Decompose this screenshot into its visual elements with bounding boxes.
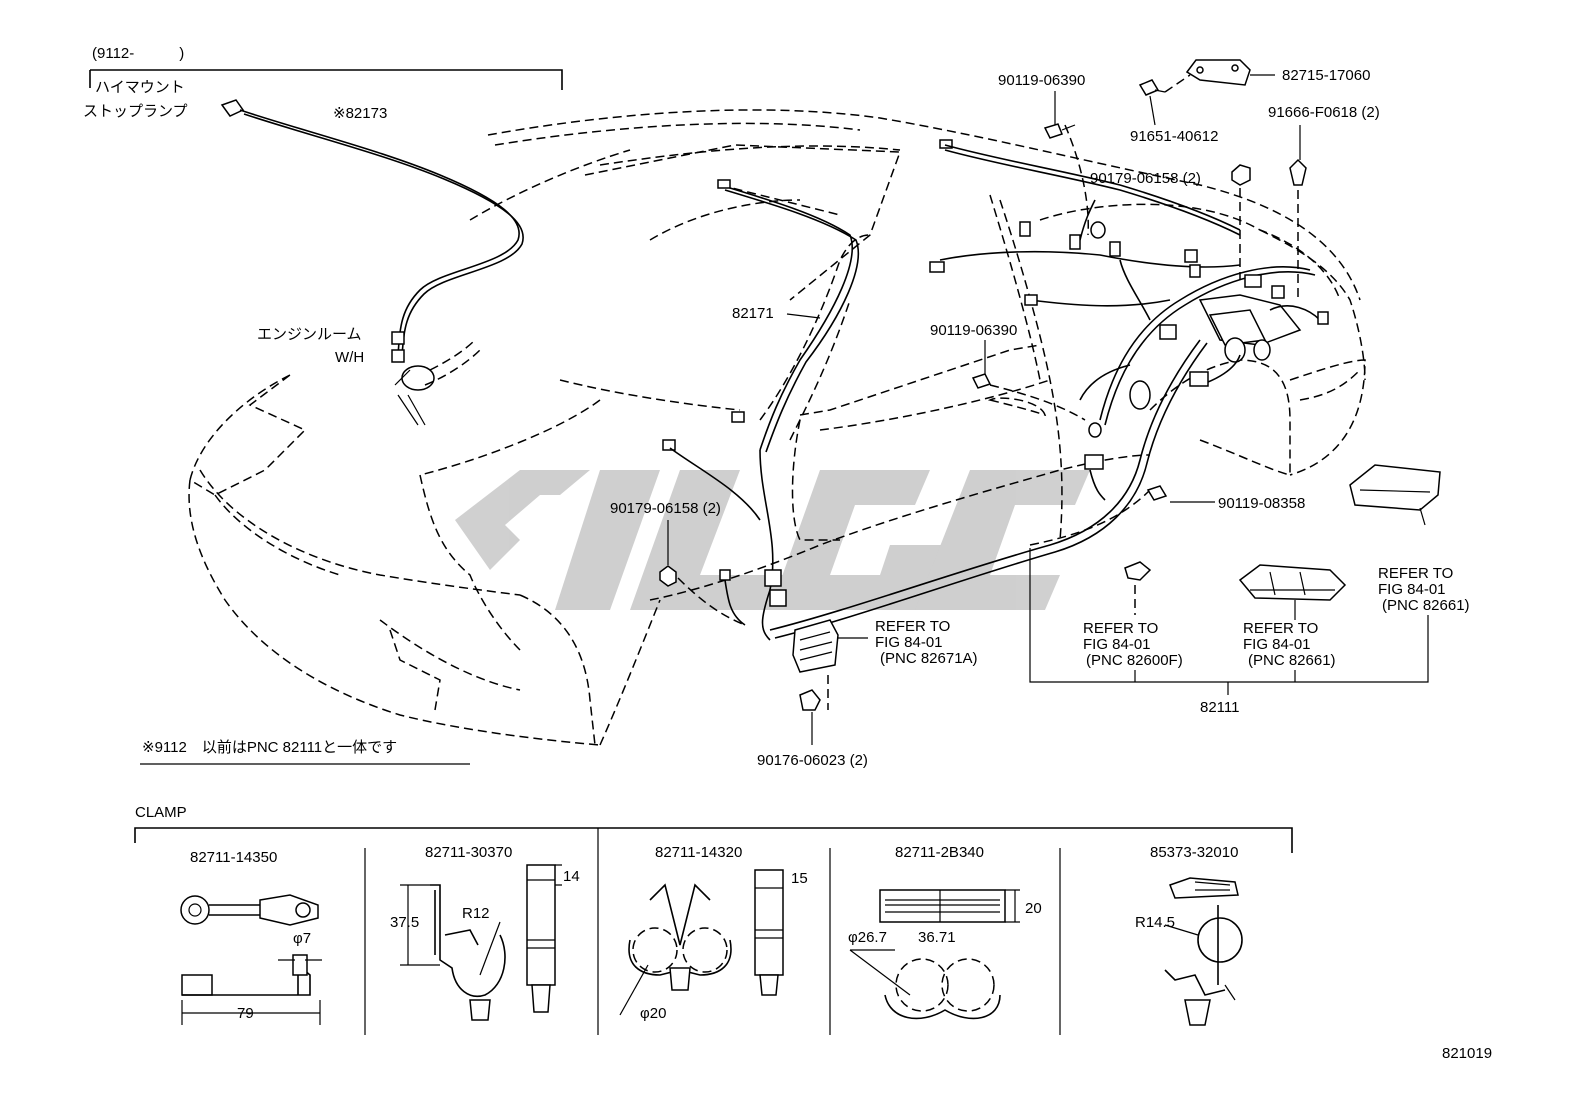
ref-d-line1: REFER TO <box>1378 565 1453 582</box>
bolt-mid-icon <box>971 373 992 389</box>
clip-91666-icon <box>1289 158 1307 186</box>
high-mount-section: (9112- ) ハイマウント ストップランプ ※82173 エンジンルーム W… <box>83 45 563 426</box>
stop-lamp-connector-icon <box>220 99 245 117</box>
clamp-2-dim-2: 14 <box>563 868 580 885</box>
ecu-82661-icon <box>1349 464 1441 511</box>
jp-engine-room-label: エンジンルーム <box>257 326 362 343</box>
clamp-5-dim-0: R14.5 <box>1135 914 1175 931</box>
clamp-5-drawing <box>1164 877 1243 1026</box>
nut-icon <box>1231 164 1251 186</box>
callouts-top-right: 90119-06390 91651-40612 82715-17060 9166… <box>998 59 1380 300</box>
ref-b-line3: (PNC 82600F) <box>1086 652 1183 669</box>
ref-a-line1: REFER TO <box>875 618 950 635</box>
ref-b-line1: REFER TO <box>1083 620 1158 637</box>
jp-high-mount-label-1: ハイマウント <box>95 79 185 96</box>
part-label-82171: 82171 <box>732 305 774 322</box>
note: ※9112 以前はPNC 82111と一体です <box>140 739 470 765</box>
clamp-2-dim-1: R12 <box>462 905 490 922</box>
car-body-outline <box>188 109 1366 746</box>
clamp-1-part-no: 82711-14350 <box>190 849 277 866</box>
clamp-3-part-no: 82711-14320 <box>655 844 742 861</box>
ref-d-line3: (PNC 82661) <box>1382 597 1470 614</box>
clip-82600f-icon <box>1124 561 1152 581</box>
part-label-82715-17060: 82715-17060 <box>1282 67 1370 84</box>
ref-c-line1: REFER TO <box>1243 620 1318 637</box>
ref-c-line3: (PNC 82661) <box>1248 652 1336 669</box>
ref-a-line3: (PNC 82671A) <box>880 650 978 667</box>
clamp-1-dim-1: 79 <box>237 1005 254 1022</box>
bracket-82715-icon <box>1185 59 1251 86</box>
ref-c-line2: FIG 84-01 <box>1243 636 1311 653</box>
clamp-4-drawing <box>849 889 1020 1020</box>
clamp-4-dim-0: 20 <box>1025 900 1042 917</box>
part-label-82111: 82111 <box>1200 699 1240 716</box>
part-label-90119-06390-mid: 90119-06390 <box>930 322 1017 339</box>
clamp-section: CLAMP 82711-14350 φ7 79 82711-30370 <box>134 804 1293 1035</box>
part-label-90176-06023: 90176-06023 (2) <box>757 752 868 769</box>
part-label-82173: ※82173 <box>333 105 387 122</box>
part-label-91651-40612: 91651-40612 <box>1130 128 1218 145</box>
nut-left-icon <box>659 565 677 587</box>
clamp-4-dim-1: φ26.7 <box>848 929 887 946</box>
clamp-3-dim-0: 15 <box>791 870 808 887</box>
relay-box-82661-icon <box>1238 564 1347 601</box>
harness-82171: 82171 <box>662 139 1329 641</box>
jp-high-mount-label-2: ストップランプ <box>83 103 188 120</box>
clamp-1-dim-0: φ7 <box>293 930 311 947</box>
refs-82111: REFER TO FIG 84-01 (PNC 82600F) REFER TO… <box>1029 464 1470 716</box>
part-label-90179-06158-top: 90179-06158 (2) <box>1090 170 1201 187</box>
bracket-label: (9112- ) <box>92 45 184 62</box>
clamp-2-part-no: 82711-30370 <box>425 844 512 861</box>
clamp-3-dim-1: φ20 <box>640 1005 666 1022</box>
clamp-2-drawing <box>400 864 562 1021</box>
part-label-90119-08358: 90119-08358 <box>1218 495 1305 512</box>
wh-label: W/H <box>335 349 364 366</box>
note-text: ※9112 以前はPNC 82111と一体です <box>142 739 397 756</box>
part-label-90179-06158-left: 90179-06158 (2) <box>610 500 721 517</box>
bolt-08358-icon <box>1146 485 1168 501</box>
figure-number: 821019 <box>1442 1045 1492 1062</box>
nut-90176-icon <box>799 689 821 711</box>
part-label-91666-f0618: 91666-F0618 (2) <box>1268 104 1380 121</box>
relay-block-82671a: REFER TO FIG 84-01 (PNC 82671A) 90176-06… <box>757 618 978 769</box>
ref-d-line2: FIG 84-01 <box>1378 581 1446 598</box>
clamp-5-part-no: 85373-32010 <box>1150 844 1238 861</box>
watermark-logo <box>455 470 1090 610</box>
clamp-1-drawing <box>180 894 322 1025</box>
clamp-4-part-no: 82711-2B340 <box>895 844 984 861</box>
screw-icon <box>1138 79 1160 96</box>
ref-b-line2: FIG 84-01 <box>1083 636 1151 653</box>
part-label-90119-06390-top: 90119-06390 <box>998 72 1085 89</box>
clamp-title: CLAMP <box>135 804 187 821</box>
callouts-middle: 90119-06390 90119-08358 90179-06158 (2) <box>610 322 1305 626</box>
clamp-3-drawing <box>619 869 784 1016</box>
ref-a-line2: FIG 84-01 <box>875 634 943 651</box>
clamp-4-dim-2: 36.71 <box>918 929 956 946</box>
clamp-2-dim-0: 37.5 <box>390 914 419 931</box>
bolt-icon <box>1043 123 1063 139</box>
